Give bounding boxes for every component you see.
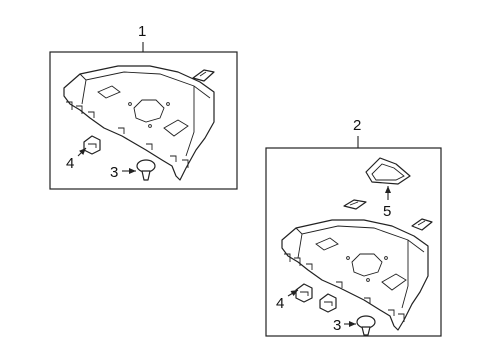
callout-4-upper: 4 — [66, 155, 74, 172]
assembly-2-group: 2 5 — [265, 117, 442, 337]
assembly-2-part-4-retainer-b — [319, 293, 337, 313]
assembly-2-part-4-retainer-a — [295, 283, 313, 303]
assembly-1-clip-part — [192, 69, 215, 82]
callout-2: 2 — [353, 117, 361, 134]
callout-3-upper: 3 — [110, 164, 118, 181]
package-tray-1 — [63, 65, 215, 181]
assembly-2-part-5-bezel — [365, 157, 411, 185]
assembly-2-clip-left — [343, 199, 367, 210]
callout-5: 5 — [383, 203, 391, 220]
assembly-1-part-3-push-pin — [136, 159, 156, 181]
callout-3-lower: 3 — [333, 317, 341, 334]
assembly-1-group: 1 4 — [49, 23, 238, 190]
package-tray-2 — [281, 219, 429, 331]
assembly-2-frame — [265, 147, 442, 337]
callout-4-lower: 4 — [276, 295, 284, 312]
assembly-1-leader-4 — [77, 147, 87, 157]
assembly-2-clip-right — [411, 218, 433, 231]
assembly-2-part-3-push-pin — [356, 315, 376, 336]
callout-1: 1 — [138, 23, 146, 40]
assembly-1-part-4-retainer — [83, 135, 101, 155]
assembly-2-leader-4 — [287, 289, 299, 297]
